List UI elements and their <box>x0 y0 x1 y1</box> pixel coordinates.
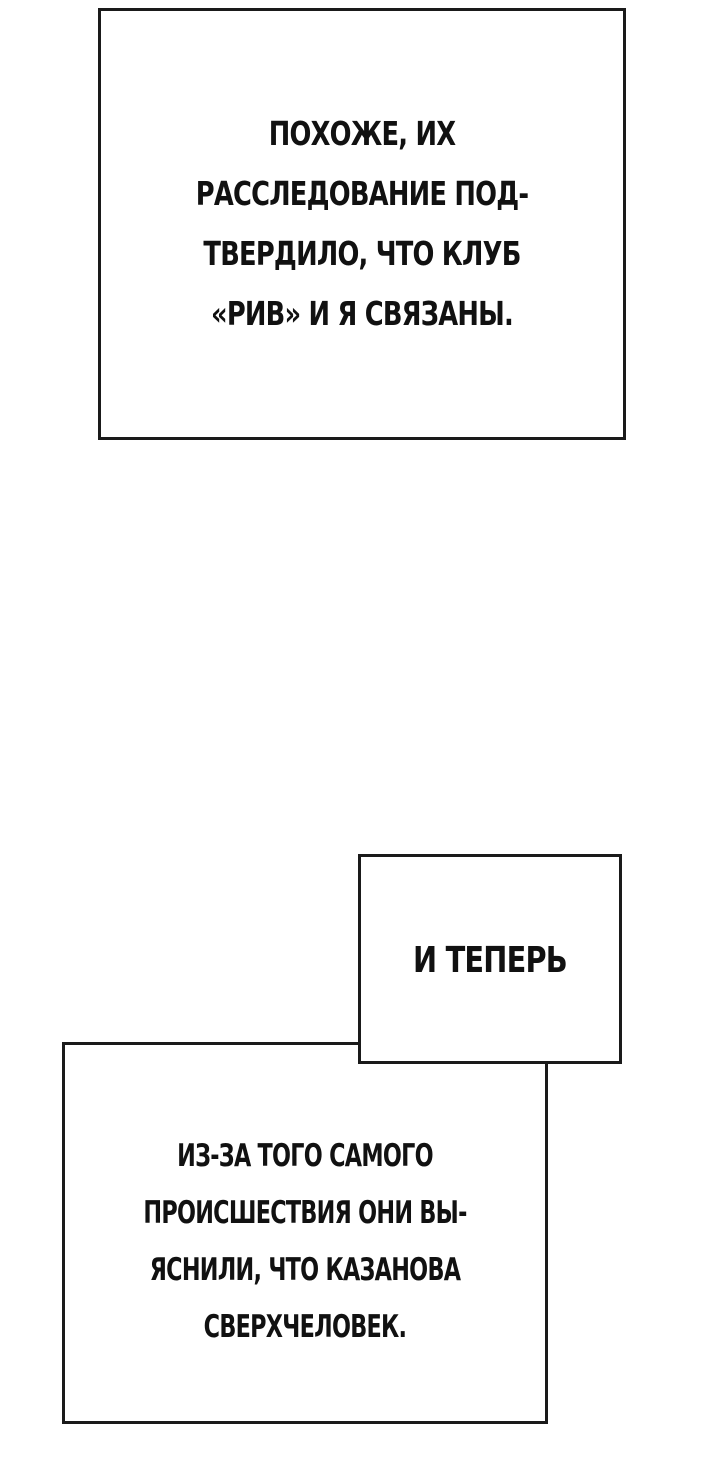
caption-1-line-4: «Рив» и я связаны. <box>210 294 514 333</box>
caption-box-3 <box>62 1042 548 1424</box>
caption-3-line-4: сверхчеловек. <box>203 1309 407 1345</box>
caption-box-junction <box>361 1040 545 1048</box>
caption-1-line-2: расследование под- <box>195 174 529 213</box>
caption-text-1: Похоже, их расследование под- твердило, … <box>158 104 567 344</box>
caption-box-1 <box>98 8 626 440</box>
caption-1-line-1: Похоже, их <box>268 114 456 153</box>
caption-1-line-3: твердило, что клуб <box>203 234 521 273</box>
caption-3-line-2: происшествия они вы- <box>143 1195 467 1231</box>
caption-2-line-1: И теперь <box>413 940 568 981</box>
caption-3-line-1: из-за того самого <box>177 1138 433 1174</box>
caption-text-3: из-за того самого происшествия они вы- я… <box>131 1128 478 1356</box>
caption-3-line-3: яснили, что Казанова <box>149 1252 461 1288</box>
caption-box-2 <box>358 854 622 1064</box>
caption-text-2: И теперь <box>386 930 594 992</box>
